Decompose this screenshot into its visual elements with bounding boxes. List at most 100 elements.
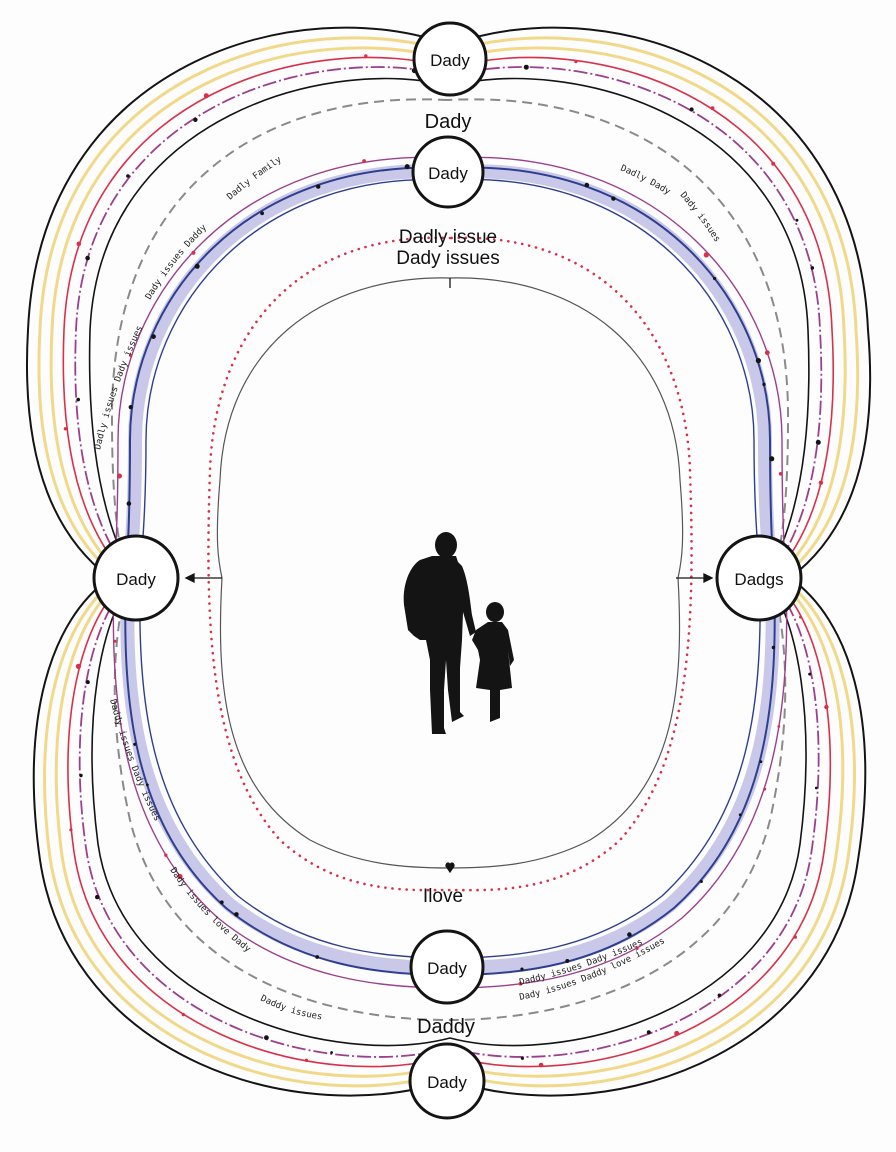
ring-dot (316, 184, 321, 189)
node-label-bottom-inner: Dady (427, 959, 467, 978)
heart-bottom (445, 862, 455, 874)
ring-dot (404, 164, 410, 170)
node-label-bottom-outer: Dady (427, 1073, 467, 1092)
ring-dot (523, 64, 529, 70)
ring-dot (264, 1035, 269, 1041)
ring-dot (85, 255, 90, 261)
ring-dot (164, 853, 168, 857)
ring-dot (362, 159, 366, 163)
ring-dot (128, 405, 133, 410)
ring-dot (85, 680, 90, 685)
ring-dot (584, 182, 590, 188)
label-issue-1: Dadly issue (399, 227, 497, 248)
ring-dot (713, 276, 717, 281)
ring-dot (133, 742, 137, 746)
node-label-top-inner: Dady (428, 164, 468, 183)
ring-dot (95, 894, 100, 900)
ring-dot (304, 1058, 309, 1063)
ring-dot (815, 439, 821, 445)
node-top-outer[interactable]: Dady (412, 21, 488, 97)
ring-dot (611, 196, 616, 201)
ring-dot (234, 912, 239, 917)
ring-dot (674, 1030, 680, 1036)
ring-dot (763, 787, 767, 791)
ring-dot (364, 54, 368, 58)
ring-dot (520, 1056, 525, 1060)
node-left[interactable]: Dady (92, 534, 180, 622)
label-issue-2: Dady issues (396, 248, 500, 269)
ring-dot (69, 828, 73, 832)
node-label-top-outer: Dady (430, 51, 470, 70)
ring-dot (129, 353, 133, 358)
ring-dot (315, 955, 320, 959)
arrow-left-head (184, 572, 195, 584)
ring-dot (260, 211, 264, 216)
ring-dot (146, 783, 149, 787)
dashed-ring (110, 98, 790, 1022)
ring-dot (808, 672, 812, 676)
father-child-silhouette (403, 532, 514, 734)
ring-dot (755, 358, 762, 364)
ring-dot (810, 266, 815, 270)
ring-dot (717, 993, 722, 998)
node-label-right: Dadgs (734, 570, 783, 589)
ring-dot (738, 813, 742, 817)
label-love: Ilove (423, 886, 463, 907)
outer-ring-black-inner (88, 77, 810, 1047)
ring-dot (520, 967, 524, 971)
ring-dot (646, 1030, 651, 1035)
ring-dot (627, 932, 632, 937)
ring-text-upper-left-1: Dadly Family (226, 155, 285, 203)
child-silhouette (472, 602, 514, 722)
ring-dot (193, 117, 198, 123)
ring-text-lower-left-3: Daddy issues (259, 994, 323, 1023)
node-label-left: Dady (116, 570, 156, 589)
ring-dot (771, 645, 776, 650)
ring-dot (824, 704, 829, 710)
ring-dot (538, 1062, 544, 1068)
ring-dot (191, 250, 196, 255)
node-right[interactable]: Dadgs (715, 534, 803, 622)
ring-dot (75, 663, 81, 670)
node-top-inner[interactable]: Dady (411, 135, 485, 209)
ring-dot (635, 946, 639, 950)
ring-dot (126, 174, 130, 178)
arrow-right-head (703, 572, 714, 584)
ring-dot (76, 241, 82, 247)
ring-text-upper-right-1: Dady issues (678, 190, 722, 244)
ring-dot (63, 427, 68, 431)
ring-dot (759, 760, 763, 764)
ring-dot (689, 107, 694, 112)
ring-dot (818, 480, 824, 485)
ring-dot (574, 60, 578, 64)
node-bottom-inner[interactable]: Dady (409, 929, 485, 1005)
ring-dot (203, 93, 209, 99)
ring-dot (710, 106, 715, 111)
ring-dot (565, 959, 570, 963)
dotted-ring-red (207, 236, 693, 892)
arrows (184, 278, 714, 874)
label-top-between: Dady (425, 111, 472, 133)
ring-dot (793, 935, 797, 939)
ring-dot (194, 263, 200, 269)
ring-dot (113, 639, 117, 643)
ring-dot (814, 786, 818, 790)
ring-dot (769, 456, 775, 462)
nodes: Dady Dady Dady Dadgs Dady Dady (92, 21, 803, 1120)
ring-dot (699, 880, 703, 883)
ring-dot (771, 161, 776, 166)
ring-dot (764, 350, 770, 356)
node-bottom-outer[interactable]: Dady (408, 1042, 486, 1120)
ring-dot (330, 1051, 333, 1054)
ring-dots (63, 54, 829, 1068)
ring-dot (181, 1012, 185, 1017)
ring-dot (799, 615, 802, 619)
ring-dot (518, 981, 523, 986)
ring-dot (762, 382, 766, 387)
ring-dot (703, 252, 709, 258)
ring-dot (117, 473, 122, 479)
ring-dot (795, 218, 799, 222)
ring-dot (76, 397, 80, 402)
ring-dot (126, 501, 132, 506)
